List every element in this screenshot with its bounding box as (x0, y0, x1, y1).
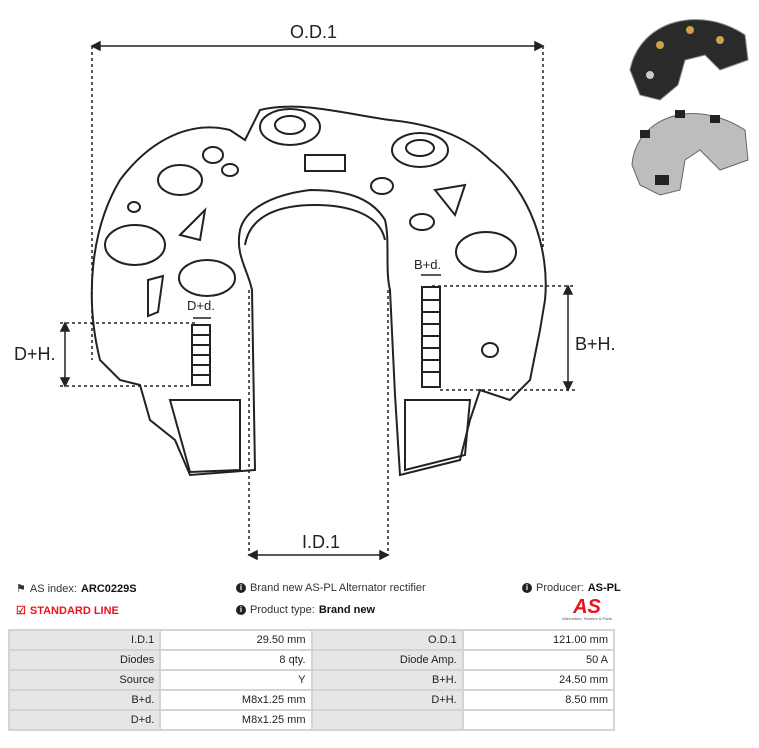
checkbox-icon: ☑ (16, 605, 26, 617)
od-label: O.D.1 (290, 22, 337, 42)
standard-line-badge: ☑ STANDARD LINE (16, 604, 119, 618)
spec-value: M8x1.25 mm (159, 709, 313, 731)
spec-value: 8.50 mm (461, 689, 616, 711)
info-icon: i (522, 583, 532, 593)
spec-label: D+d. (7, 709, 162, 731)
spec-value: 8 qty. (159, 649, 313, 671)
info-icon: i (236, 583, 246, 593)
producer: i Producer: AS-PL (522, 582, 621, 594)
spec-value: M8x1.25 mm (159, 689, 313, 711)
spec-label: D+H. (310, 689, 464, 711)
spec-label (310, 709, 464, 731)
spec-label: I.D.1 (7, 629, 162, 651)
table-row: D+d.M8x1.25 mm (7, 709, 616, 731)
rectifier-technical-drawing: O.D.1 I.D.1 D+H. B+H. D+d. B+d. (14, 19, 749, 561)
tags-icon: ⚑ (16, 583, 26, 595)
spec-value: 50 A (461, 649, 616, 671)
spec-value: 121.00 mm (461, 629, 616, 651)
spec-value: 24.50 mm (461, 669, 616, 691)
id-label: I.D.1 (302, 532, 340, 552)
spec-label: B+H. (310, 669, 464, 691)
dd-label: D+d. (187, 298, 215, 313)
bd-label: B+d. (414, 257, 441, 272)
bh-label: B+H. (575, 334, 616, 354)
spec-label: Source (7, 669, 162, 691)
product-photo-bottom (631, 110, 749, 196)
product-photo-top (629, 19, 749, 101)
spec-label: O.D.1 (310, 629, 464, 651)
description: i Brand new AS-PL Alternator rectifier (236, 582, 426, 594)
product-type: i Product type: Brand new (236, 604, 375, 616)
info-icon: i (236, 605, 246, 615)
rectifier-body-outline (90, 105, 547, 477)
dh-label: D+H. (14, 344, 56, 364)
spec-value: Y (159, 669, 313, 691)
spec-value: 29.50 mm (159, 629, 313, 651)
as-pl-logo: AS Alternators, Starters & Parts (562, 596, 612, 621)
spec-label: Diode Amp. (310, 649, 464, 671)
spec-label: Diodes (7, 649, 162, 671)
spec-label: B+d. (7, 689, 162, 711)
as-index: ⚑ AS index: ARC0229S (16, 582, 137, 596)
spec-value (461, 709, 616, 731)
